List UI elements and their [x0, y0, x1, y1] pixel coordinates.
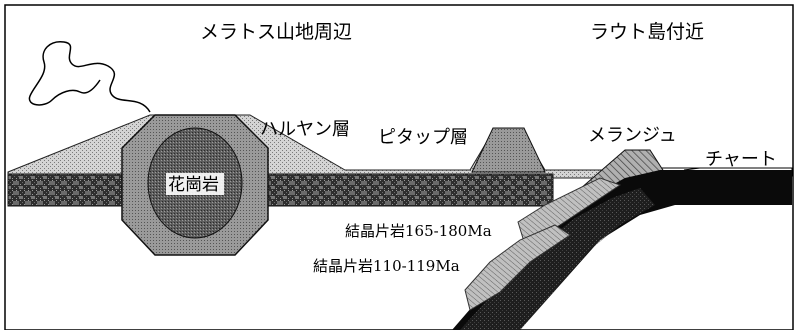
chert-label: チャート: [705, 149, 777, 170]
granite-label: 花崗岩: [168, 175, 219, 195]
volcanic-plume: [28, 41, 151, 113]
pitap-block: [471, 127, 546, 173]
region-label-meratus: メラトス山地周辺: [200, 21, 352, 43]
schist-belt-young: [464, 224, 571, 311]
chert-leader: [683, 167, 701, 171]
granite-label-bg: [166, 173, 224, 195]
pitap-label: ピタップ層: [378, 127, 468, 148]
schist-old-label: 結晶片岩165-180Ma: [345, 222, 492, 240]
slab-inner-band: [460, 188, 655, 330]
region-label-laut: ラウト島付近: [590, 21, 704, 43]
haruyan-label: ハルヤン層: [260, 119, 350, 140]
schist-young-label: 結晶片岩110-119Ma: [313, 257, 460, 275]
melange-label: メランジュ: [588, 125, 677, 146]
dark-band: [7, 173, 554, 207]
